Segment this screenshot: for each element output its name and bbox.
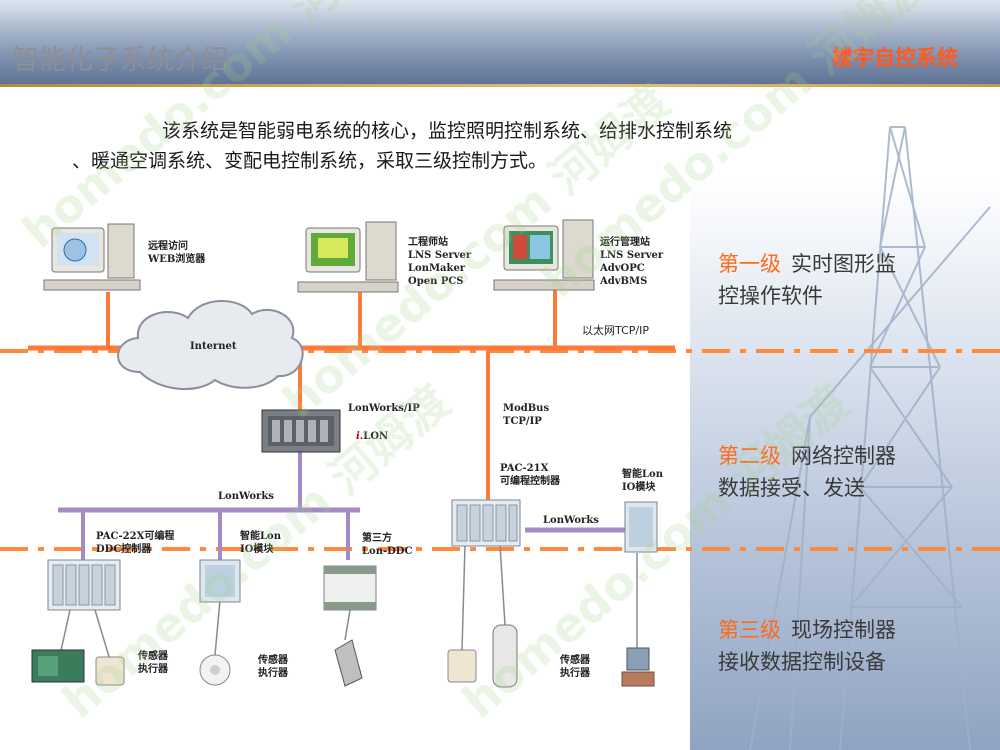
water-heater-tank — [492, 624, 518, 688]
operation-station-pc — [493, 219, 595, 291]
sensor-box-2 — [447, 649, 477, 683]
generator-device — [31, 649, 85, 683]
intro-line-2: 、暖通空调系统、变配电控制系统，采取三级控制方式。 — [72, 150, 548, 172]
sensor-label-3: 传感器执行器 — [560, 655, 590, 679]
background-photo — [690, 180, 1000, 750]
pac21x-controller — [451, 499, 521, 547]
sensor-box-1 — [95, 656, 125, 686]
level-2-num: 第二级 — [718, 444, 781, 468]
engineer-station-pc — [297, 221, 399, 293]
lon-io-module-right — [624, 501, 658, 553]
section-tag: 楼宇自控系统 — [832, 46, 958, 70]
level-1-description: 第一级实时图形监 控操作软件 — [718, 252, 896, 308]
tower-illustration — [749, 126, 991, 750]
slide-title: 智能化子系统介绍 — [12, 45, 228, 76]
ethernet-label: 以太网TCP/IP — [582, 324, 649, 337]
ilon-label: i.LON — [356, 431, 389, 442]
intro-line-1: 该系统是智能弱电系统的核心，监控照明控制系统、给排水控制系统 — [162, 120, 733, 142]
sensor-label-1: 传感器执行器 — [138, 651, 168, 675]
level-1-num: 第一级 — [718, 252, 781, 276]
sensor-label-2: 传感器执行器 — [258, 655, 288, 679]
lonworks-ip-label: LonWorks/IP — [348, 403, 420, 414]
damper-actuator — [334, 639, 363, 687]
pac22x-ddc-controller — [47, 559, 121, 611]
smoke-detector — [199, 654, 231, 686]
web-browser-pc — [43, 223, 141, 291]
intro-paragraph: 该系统是智能弱电系统的核心，监控照明控制系统、给排水控制系统 、暖通空调系统、变… — [72, 116, 952, 176]
internet-label: Internet — [190, 341, 237, 352]
level-3-description: 第三级现场控制器 接收数据控制设备 — [718, 618, 896, 674]
lonworks-left-label: LonWorks — [218, 491, 274, 502]
third-party-lon-ddc — [323, 565, 377, 611]
lonworks-right-label: LonWorks — [543, 515, 599, 526]
header-bar — [0, 0, 1000, 84]
header-underline — [0, 84, 1000, 87]
level-3-num: 第三级 — [718, 618, 781, 642]
valve-actuator — [621, 647, 655, 687]
internet-cloud — [117, 300, 304, 390]
level-2-description: 第二级网络控制器 数据接受、发送 — [718, 444, 896, 500]
ilon-router — [261, 409, 341, 453]
lon-io-module-left — [199, 559, 241, 603]
